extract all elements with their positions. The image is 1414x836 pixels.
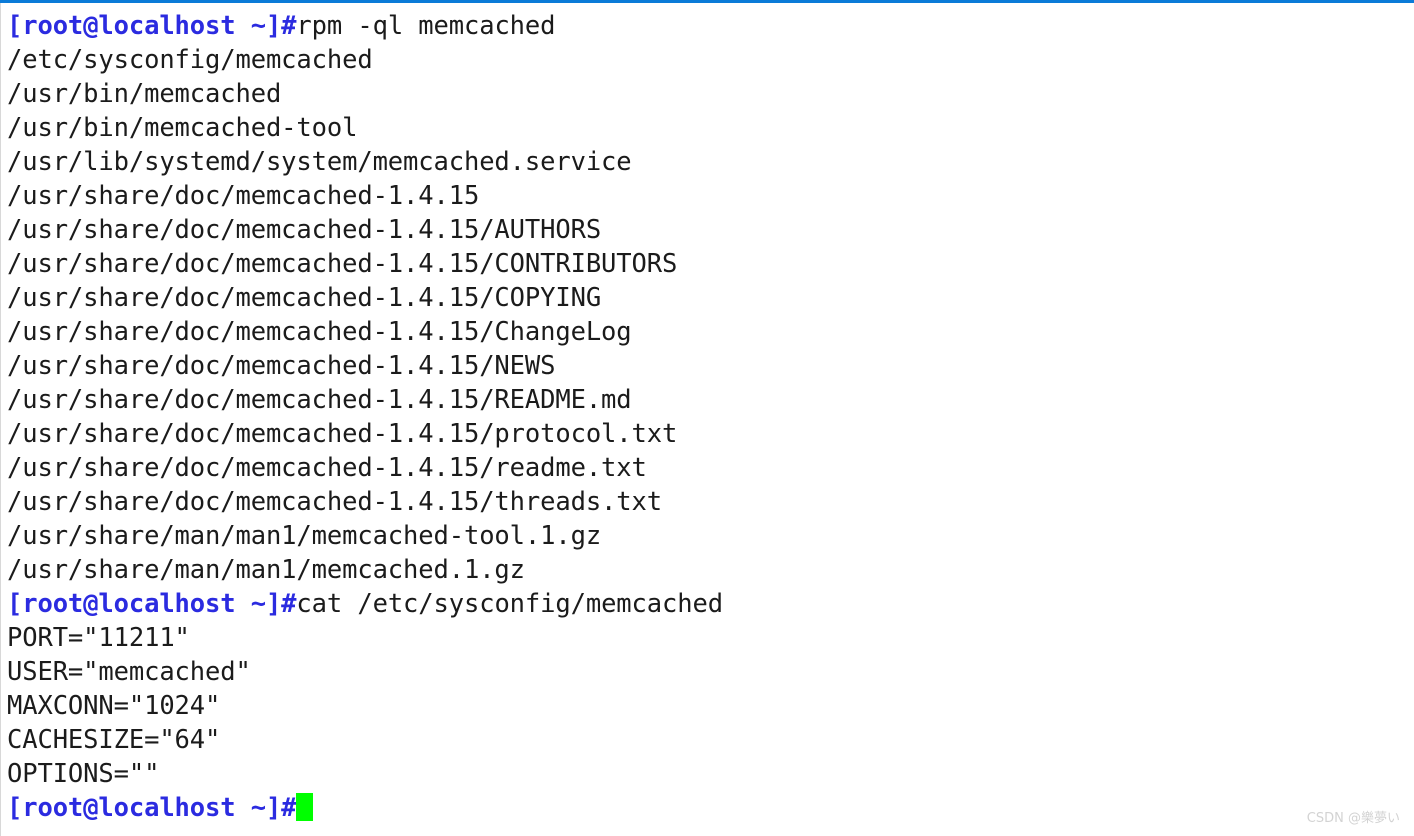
- terminal-output-line: /usr/lib/systemd/system/memcached.servic…: [7, 145, 1414, 179]
- terminal-output-line: /usr/share/doc/memcached-1.4.15/threads.…: [7, 485, 1414, 519]
- terminal-output-line: USER="memcached": [7, 655, 1414, 689]
- terminal-output-line: PORT="11211": [7, 621, 1414, 655]
- terminal-output-text: OPTIONS="": [7, 759, 160, 789]
- terminal-output-line: /etc/sysconfig/memcached: [7, 43, 1414, 77]
- terminal-output-text: USER="memcached": [7, 657, 251, 687]
- terminal-output-line: /usr/share/doc/memcached-1.4.15/AUTHORS: [7, 213, 1414, 247]
- terminal-output-text: /usr/share/man/man1/memcached.1.gz: [7, 555, 525, 585]
- window-left-border-rule: [0, 3, 1, 836]
- terminal-output-text: PORT="11211": [7, 623, 190, 653]
- terminal-output-line: /usr/bin/memcached-tool: [7, 111, 1414, 145]
- shell-command-text: rpm -ql memcached: [296, 11, 556, 41]
- terminal-output-area[interactable]: [root@localhost ~]#rpm -ql memcached/etc…: [0, 3, 1414, 836]
- terminal-output-line: /usr/share/doc/memcached-1.4.15/CONTRIBU…: [7, 247, 1414, 281]
- terminal-output-line: CACHESIZE="64": [7, 723, 1414, 757]
- shell-command-text: cat /etc/sysconfig/memcached: [296, 589, 723, 619]
- terminal-output-line: /usr/share/doc/memcached-1.4.15: [7, 179, 1414, 213]
- terminal-output-text: CACHESIZE="64": [7, 725, 221, 755]
- shell-prompt: [root@localhost ~]#: [7, 793, 297, 823]
- terminal-output-text: /usr/share/doc/memcached-1.4.15/ChangeLo…: [7, 317, 632, 347]
- csdn-watermark: CSDN @樂夢い: [1306, 811, 1400, 826]
- terminal-output-text: /usr/share/doc/memcached-1.4.15/protocol…: [7, 419, 678, 449]
- terminal-output-line: /usr/share/doc/memcached-1.4.15/README.m…: [7, 383, 1414, 417]
- terminal-output-text: /usr/lib/systemd/system/memcached.servic…: [7, 147, 632, 177]
- terminal-active-prompt-line: [root@localhost ~]#: [7, 791, 1414, 825]
- terminal-output-text: /usr/bin/memcached: [7, 79, 282, 109]
- terminal-output-text: /usr/bin/memcached-tool: [7, 113, 358, 143]
- terminal-output-text: /etc/sysconfig/memcached: [7, 45, 373, 75]
- terminal-output-text: /usr/share/doc/memcached-1.4.15/readme.t…: [7, 453, 647, 483]
- terminal-output-text: /usr/share/doc/memcached-1.4.15/threads.…: [7, 487, 662, 517]
- terminal-output-text: /usr/share/doc/memcached-1.4.15/NEWS: [7, 351, 556, 381]
- text-cursor-block: [296, 793, 314, 821]
- terminal-output-line: /usr/share/doc/memcached-1.4.15/readme.t…: [7, 451, 1414, 485]
- shell-prompt: [root@localhost ~]#: [7, 11, 297, 41]
- terminal-output-line: /usr/share/doc/memcached-1.4.15/NEWS: [7, 349, 1414, 383]
- shell-prompt: [root@localhost ~]#: [7, 589, 297, 619]
- terminal-output-line: /usr/share/doc/memcached-1.4.15/protocol…: [7, 417, 1414, 451]
- terminal-output-line: OPTIONS="": [7, 757, 1414, 791]
- terminal-output-text: /usr/share/doc/memcached-1.4.15: [7, 181, 480, 211]
- terminal-output-text: /usr/share/doc/memcached-1.4.15/README.m…: [7, 385, 632, 415]
- terminal-output-line: /usr/share/man/man1/memcached.1.gz: [7, 553, 1414, 587]
- terminal-output-text: /usr/share/man/man1/memcached-tool.1.gz: [7, 521, 602, 551]
- terminal-command-line: [root@localhost ~]#cat /etc/sysconfig/me…: [7, 587, 1414, 621]
- terminal-output-text: /usr/share/doc/memcached-1.4.15/COPYING: [7, 283, 602, 313]
- terminal-output-text: MAXCONN="1024": [7, 691, 221, 721]
- terminal-output-line: /usr/share/man/man1/memcached-tool.1.gz: [7, 519, 1414, 553]
- window-top-accent-rule: [0, 0, 1414, 3]
- terminal-output-line: MAXCONN="1024": [7, 689, 1414, 723]
- terminal-output-line: /usr/bin/memcached: [7, 77, 1414, 111]
- terminal-output-text: /usr/share/doc/memcached-1.4.15/CONTRIBU…: [7, 249, 678, 279]
- terminal-output-text: /usr/share/doc/memcached-1.4.15/AUTHORS: [7, 215, 602, 245]
- terminal-command-line: [root@localhost ~]#rpm -ql memcached: [7, 9, 1414, 43]
- terminal-output-line: /usr/share/doc/memcached-1.4.15/COPYING: [7, 281, 1414, 315]
- terminal-output-line: /usr/share/doc/memcached-1.4.15/ChangeLo…: [7, 315, 1414, 349]
